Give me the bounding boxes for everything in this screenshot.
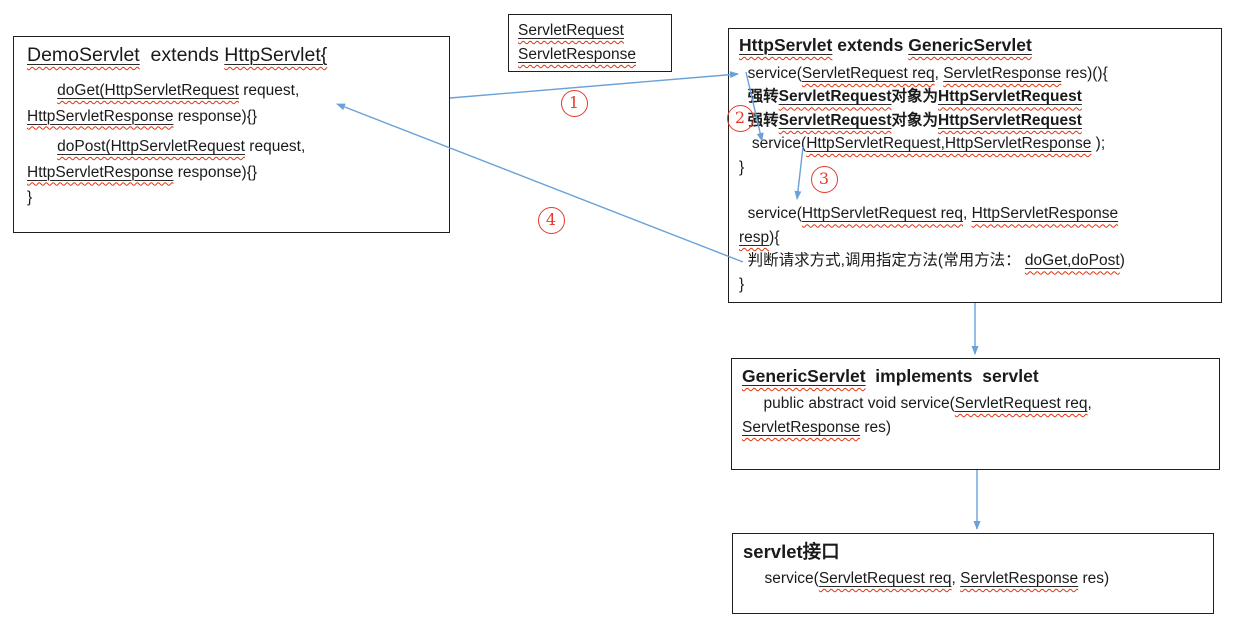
httpservlet-box-title: HttpServlet extends GenericServlet <box>739 35 1032 55</box>
code-line: HttpServletResponse response){} <box>27 107 258 125</box>
demoservlet-box-body: doGet(HttpServletRequest request, HttpSer… <box>27 78 436 211</box>
code-line: doPost(HttpServletRequest request, <box>57 138 306 155</box>
step-marker-3: 3 <box>810 165 838 193</box>
step-marker-1: 1 <box>560 89 588 117</box>
code-line: public abstract void service(ServletRequ… <box>742 395 1092 412</box>
httpservlet-box-body: service(ServletRequest req, ServletRespo… <box>739 62 1211 296</box>
code-line: 强转ServletRequest对象为HttpServletRequest <box>739 111 1082 129</box>
genericservlet-box-body: public abstract void service(ServletRequ… <box>742 392 1209 440</box>
code-line: service(ServletRequest req, ServletRespo… <box>739 65 1108 82</box>
code-line: service(HttpServletRequest req, HttpServ… <box>739 205 1119 223</box>
genericservlet-box-title: GenericServlet implements servlet <box>742 366 1039 386</box>
code-line: ServletResponse res) <box>742 419 892 436</box>
demoservlet-box-title: DemoServlet extends HttpServlet{ <box>27 44 328 66</box>
code-line: resp){ <box>739 228 780 246</box>
code-line: } <box>739 275 745 293</box>
code-line: } <box>739 158 745 176</box>
httpservlet-box: HttpServlet extends GenericServlet servi… <box>728 28 1222 303</box>
code-line: doGet(HttpServletRequest request, <box>57 82 300 99</box>
genericservlet-box: GenericServlet implements servlet public… <box>731 358 1220 470</box>
servlet-interface-box-body: service(ServletRequest req, ServletRespo… <box>743 567 1203 591</box>
servlet-interface-box: servlet接口 service(ServletRequest req, Se… <box>732 533 1214 614</box>
code-line: 判断请求方式,调用指定方法(常用方法： doGet,doPost) <box>739 252 1125 270</box>
step-marker-4: 4 <box>537 206 565 234</box>
arrow-1-demoservlet-to-httpservlet-service <box>449 71 739 99</box>
code-line: ServletResponse <box>518 46 637 63</box>
code-line: 强转ServletRequest对象为HttpServletRequest <box>739 88 1082 106</box>
code-line: } <box>27 189 33 206</box>
code-line: HttpServletResponse response){} <box>27 163 258 181</box>
step-marker-2: 2 <box>726 104 754 132</box>
code-line: service(ServletRequest req, ServletRespo… <box>743 570 1110 587</box>
servlet-interface-box-title: servlet接口 <box>743 541 840 562</box>
code-line: service(HttpServletRequest,HttpServletRe… <box>739 135 1106 153</box>
code-line: ServletRequest <box>518 22 624 39</box>
demoservlet-box: DemoServlet extends HttpServlet{ doGet(H… <box>13 36 450 233</box>
code-line <box>739 179 1211 202</box>
